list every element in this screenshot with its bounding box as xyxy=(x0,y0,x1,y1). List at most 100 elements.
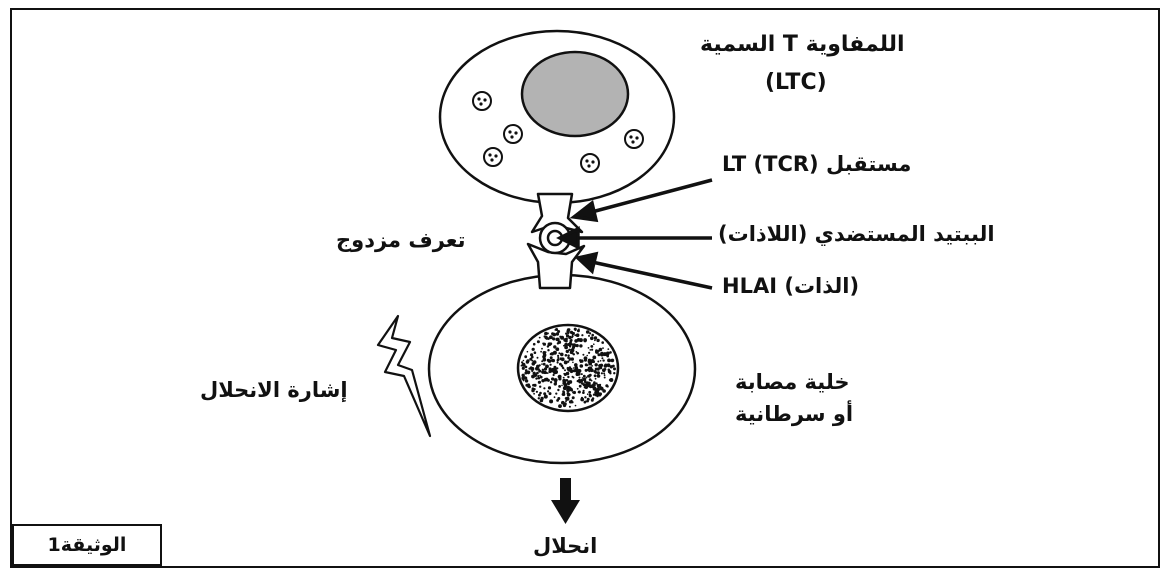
speckle xyxy=(604,377,606,379)
speckle xyxy=(563,386,567,390)
speckle xyxy=(548,359,552,363)
speckle xyxy=(601,357,603,359)
ltc-nucleus xyxy=(522,52,628,136)
speckle xyxy=(544,358,546,360)
speckle xyxy=(539,392,542,395)
speckle xyxy=(561,357,565,361)
speckle xyxy=(524,365,526,367)
speckle xyxy=(563,373,565,375)
speckle xyxy=(535,377,537,379)
speckle xyxy=(538,397,540,399)
speckle xyxy=(566,372,570,376)
speckle xyxy=(597,361,599,363)
speckle xyxy=(597,374,601,378)
speckle xyxy=(585,369,588,372)
speckle xyxy=(571,357,574,360)
speckle xyxy=(533,393,535,395)
speckle xyxy=(591,365,593,367)
speckle xyxy=(574,339,578,343)
speckle xyxy=(547,390,549,392)
speckle xyxy=(525,369,528,372)
speckle xyxy=(602,389,606,393)
speckle xyxy=(580,364,584,368)
speckle xyxy=(539,386,541,388)
speckle xyxy=(545,351,547,353)
speckle xyxy=(568,380,572,384)
infected-cell xyxy=(429,275,695,463)
speckle xyxy=(538,368,540,370)
speckle xyxy=(572,396,575,399)
speckle xyxy=(609,379,611,381)
speckle xyxy=(530,367,534,371)
speckle xyxy=(581,334,583,336)
speckle xyxy=(567,328,570,331)
speckle xyxy=(577,388,579,390)
speckle xyxy=(579,377,581,379)
speckle xyxy=(530,353,533,356)
speckle xyxy=(545,365,549,369)
speckle xyxy=(590,369,594,373)
speckle xyxy=(565,397,567,399)
hla-label: HLAI (الذات) xyxy=(722,274,859,299)
speckle xyxy=(581,397,583,399)
speckle xyxy=(573,367,575,369)
granule xyxy=(473,92,491,110)
lysis-label: انحلال xyxy=(533,534,597,559)
speckle xyxy=(584,396,586,398)
speckle xyxy=(576,333,580,337)
speckle xyxy=(521,365,523,367)
speckle xyxy=(595,350,599,354)
speckle xyxy=(531,375,535,379)
speckle xyxy=(570,339,573,342)
speckle xyxy=(557,357,559,359)
speckle xyxy=(577,372,581,376)
lysis-signal-icon xyxy=(378,316,430,436)
speckle xyxy=(592,356,596,360)
speckle xyxy=(588,391,591,394)
speckle xyxy=(553,368,557,372)
speckle xyxy=(576,344,579,347)
speckle xyxy=(570,350,574,354)
speckle xyxy=(579,344,582,347)
ltc-abbr-label: (LTC) xyxy=(765,70,827,96)
speckle xyxy=(525,379,528,382)
speckle xyxy=(610,360,612,362)
speckle xyxy=(563,338,567,342)
speckle xyxy=(572,370,574,372)
speckle xyxy=(588,335,590,337)
speckle xyxy=(555,393,557,395)
hla-arrow-head xyxy=(578,254,596,271)
speckle xyxy=(540,351,542,353)
speckle xyxy=(523,379,525,381)
speckle xyxy=(584,359,587,362)
speckle xyxy=(569,406,571,408)
speckle xyxy=(543,343,546,346)
speckle xyxy=(595,378,597,380)
speckle xyxy=(590,337,594,341)
speckle xyxy=(553,374,555,376)
speckle xyxy=(522,375,524,377)
speckle xyxy=(591,334,594,337)
granule xyxy=(581,154,599,172)
speckle xyxy=(577,352,579,354)
speckle xyxy=(574,369,577,372)
speckle xyxy=(558,375,561,378)
speckle xyxy=(532,348,534,350)
ltc-title-label: اللمفاوية T السمية xyxy=(700,32,905,58)
speckle xyxy=(544,395,548,399)
speckle xyxy=(538,381,541,384)
speckle xyxy=(606,353,609,356)
speckle xyxy=(563,404,566,407)
lysis-signal-label: إشارة الانحلال xyxy=(200,378,348,403)
speckle xyxy=(578,391,580,393)
speckle xyxy=(524,355,527,358)
speckle xyxy=(521,361,523,363)
speckle xyxy=(587,393,589,395)
speckle xyxy=(603,372,605,374)
speckle xyxy=(526,371,528,373)
document-label-box: الوثيقة1 xyxy=(12,524,162,566)
granule xyxy=(484,148,502,166)
speckle xyxy=(572,335,574,337)
